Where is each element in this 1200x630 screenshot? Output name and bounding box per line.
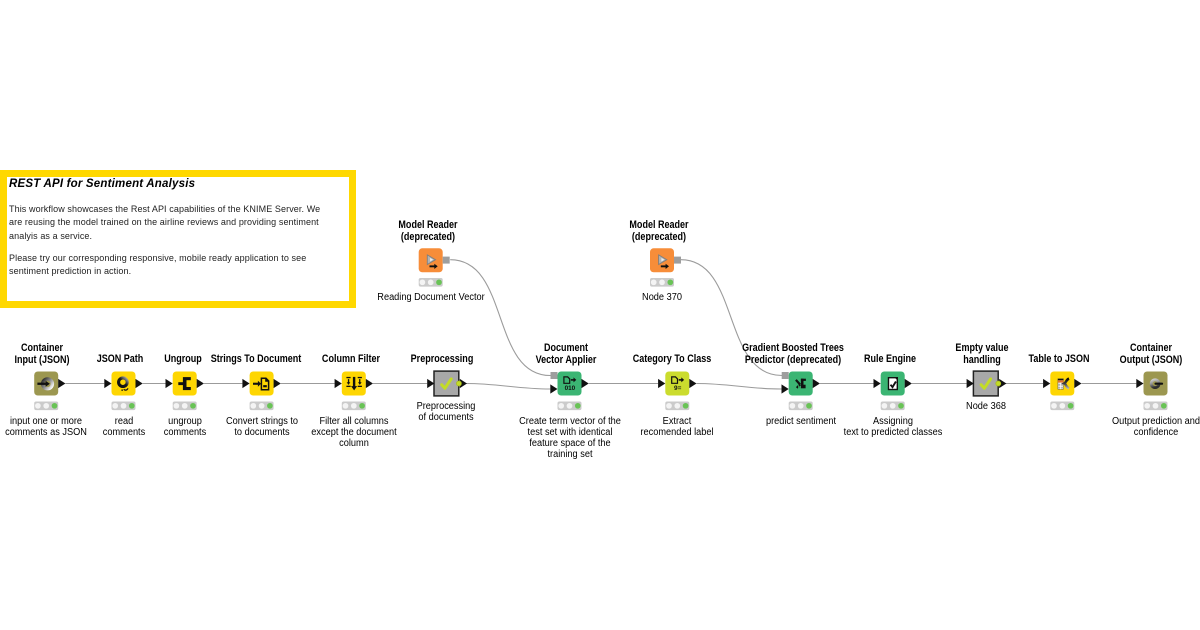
- svg-text:010: 010: [565, 385, 576, 392]
- svg-text:9=: 9=: [674, 385, 682, 392]
